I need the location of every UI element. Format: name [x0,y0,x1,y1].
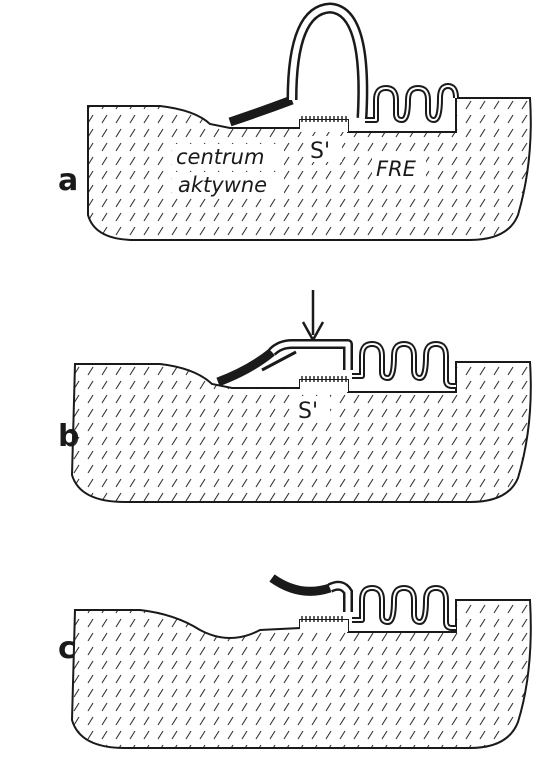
site-label-b: S' [298,399,318,424]
fre-loops-c [352,588,456,628]
cleavage-arrow [303,290,323,340]
binding-site-marks-a [300,116,348,132]
panel-a: a S' centrum aktywne FRE [58,8,531,240]
binding-site-marks-c [300,616,348,632]
site-label-a: S' [310,139,330,164]
substrate-dark-segment-b [218,352,272,382]
panel-b: b S' [58,290,531,502]
substrate-dark-segment-a [230,100,292,122]
released-fragment-c [272,578,330,591]
fre-loops-b [352,344,456,386]
panel-c: c [58,578,531,748]
panel-label-a: a [58,163,78,198]
active-center-label-line2-a: aktywne [178,173,267,197]
binding-site-marks-b [300,376,348,392]
active-center-label-line1-a: centrum [176,145,264,169]
fre-label-a: FRE [376,157,417,181]
